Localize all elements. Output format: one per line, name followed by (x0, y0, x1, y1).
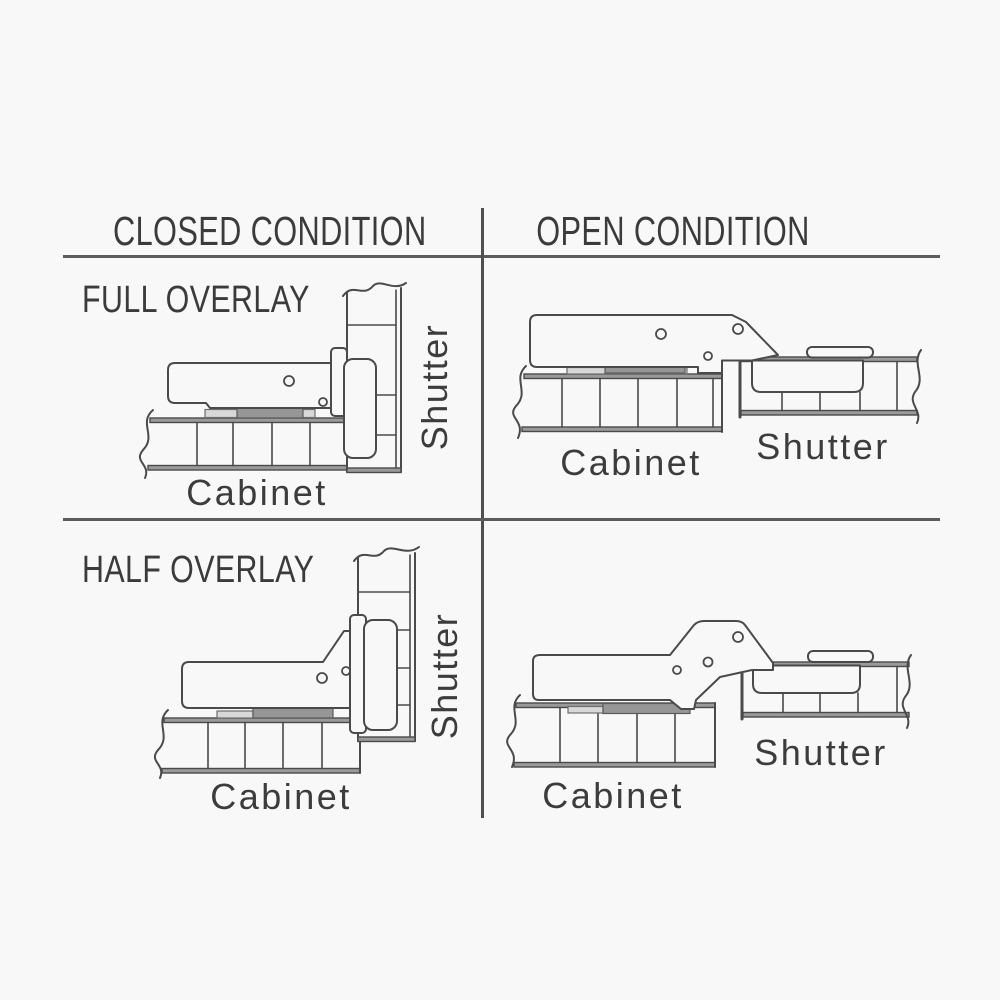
break-wave (901, 654, 912, 729)
hinge-cup-bump (807, 650, 874, 663)
break-wave (353, 546, 420, 562)
full-overlay-label: FULL OVERLAY (82, 279, 310, 321)
hinge-arm (532, 620, 774, 710)
shutter-label: Shutter (756, 426, 890, 467)
hinge-cup (752, 664, 861, 694)
hinge-cup-bump (806, 346, 874, 359)
screw-hole (341, 666, 351, 676)
screw-hole (702, 656, 714, 668)
break-wave (342, 282, 407, 297)
hinge-cup (343, 358, 377, 459)
screw-hole (318, 397, 328, 407)
cabinet-label: Cabinet (210, 776, 352, 817)
cabinet-panel (153, 709, 361, 779)
hinge-arm (167, 362, 333, 409)
row-divider (63, 518, 940, 521)
break-wave (153, 709, 169, 779)
break-wave (138, 409, 154, 479)
mounting-plate (216, 706, 334, 719)
break-wave (911, 349, 922, 424)
break-wave (512, 365, 527, 439)
half-overlay-closed-diagram (153, 546, 420, 779)
hinge-cup (751, 359, 864, 393)
hinge-arm (181, 630, 359, 709)
cabinet-label: Cabinet (542, 775, 684, 816)
full-overlay-closed-diagram (138, 282, 407, 479)
cabinet-panel (512, 365, 723, 439)
screw-hole (732, 631, 744, 643)
screw-hole (732, 323, 744, 335)
column-divider (481, 208, 484, 818)
shutter-label: Shutter (424, 612, 465, 740)
shutter-panel (740, 654, 912, 729)
hinge-arm (529, 314, 779, 374)
cabinet-label: Cabinet (186, 472, 328, 513)
cabinet-label: Cabinet (560, 442, 702, 483)
hinge-cup (363, 619, 398, 731)
header-underline (63, 255, 940, 258)
header-closed-condition: CLOSED CONDITION (113, 208, 427, 254)
cabinet-panel (138, 409, 348, 479)
screw-hole (283, 375, 295, 387)
break-wave (506, 694, 521, 768)
shutter-label: Shutter (414, 323, 455, 451)
mounting-plate (204, 406, 316, 419)
half-overlay-open-diagram (506, 620, 912, 768)
header-open-condition: OPEN CONDITION (536, 208, 810, 254)
screw-hole (655, 328, 667, 340)
screw-hole (703, 351, 713, 361)
screw-hole (316, 672, 328, 684)
screw-hole (672, 665, 682, 675)
shutter-label: Shutter (754, 732, 888, 773)
full-overlay-open-diagram (512, 314, 922, 439)
half-overlay-label: HALF OVERLAY (82, 549, 315, 591)
